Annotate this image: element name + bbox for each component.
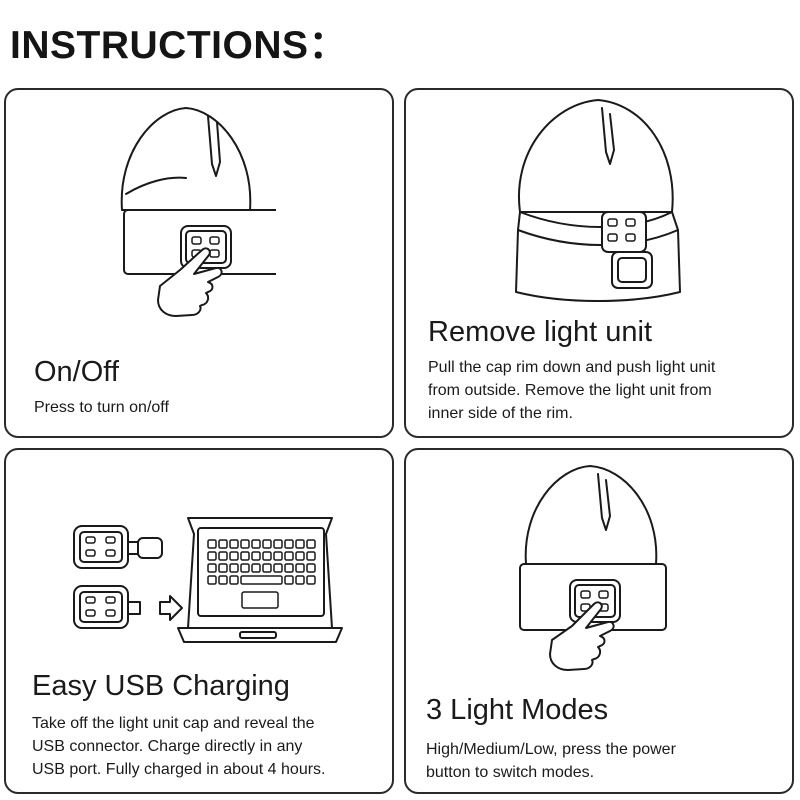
- instruction-panel-on-off: On/Off Press to turn on/off: [4, 88, 394, 438]
- page-title: INSTRUCTIONS：: [10, 24, 349, 67]
- description-line: Press to turn on/off: [34, 399, 169, 416]
- description-line: Pull the cap rim down and push light uni…: [428, 359, 716, 376]
- description-line: High/Medium/Low, press the power: [426, 741, 676, 758]
- usb-laptop-charging-icon: [73, 517, 343, 643]
- description-line: button to switch modes.: [426, 764, 595, 781]
- instruction-panel-usb-charging: Easy USB Charging Take off the light uni…: [4, 448, 394, 794]
- description-line: inner side of the rim.: [428, 405, 573, 422]
- panel-description: Take off the light unit cap and reveal t…: [32, 712, 326, 781]
- beanie-press-icon: [519, 465, 667, 671]
- description-line: Take off the light unit cap and reveal t…: [32, 715, 315, 732]
- beanie-press-icon: [120, 107, 276, 317]
- instruction-panel-remove-light-unit: Remove light unit Pull the cap rim down …: [404, 88, 794, 438]
- beanie-remove-light-icon: [515, 99, 681, 302]
- panel-heading: Easy USB Charging: [32, 670, 290, 702]
- description-line: USB connector. Charge directly in any: [32, 738, 303, 755]
- description-line: USB port. Fully charged in about 4 hours…: [32, 761, 326, 778]
- panel-heading: 3 Light Modes: [426, 694, 609, 726]
- panel-heading: On/Off: [34, 356, 119, 388]
- panel-heading: Remove light unit: [428, 316, 653, 348]
- panel-description: High/Medium/Low, press the power button …: [426, 738, 676, 784]
- panel-description: Pull the cap rim down and push light uni…: [428, 356, 715, 425]
- instruction-panel-light-modes: 3 Light Modes High/Medium/Low, press the…: [404, 448, 794, 794]
- panel-description: Press to turn on/off: [34, 396, 169, 419]
- description-line: from outside. Remove the light unit from: [428, 382, 712, 399]
